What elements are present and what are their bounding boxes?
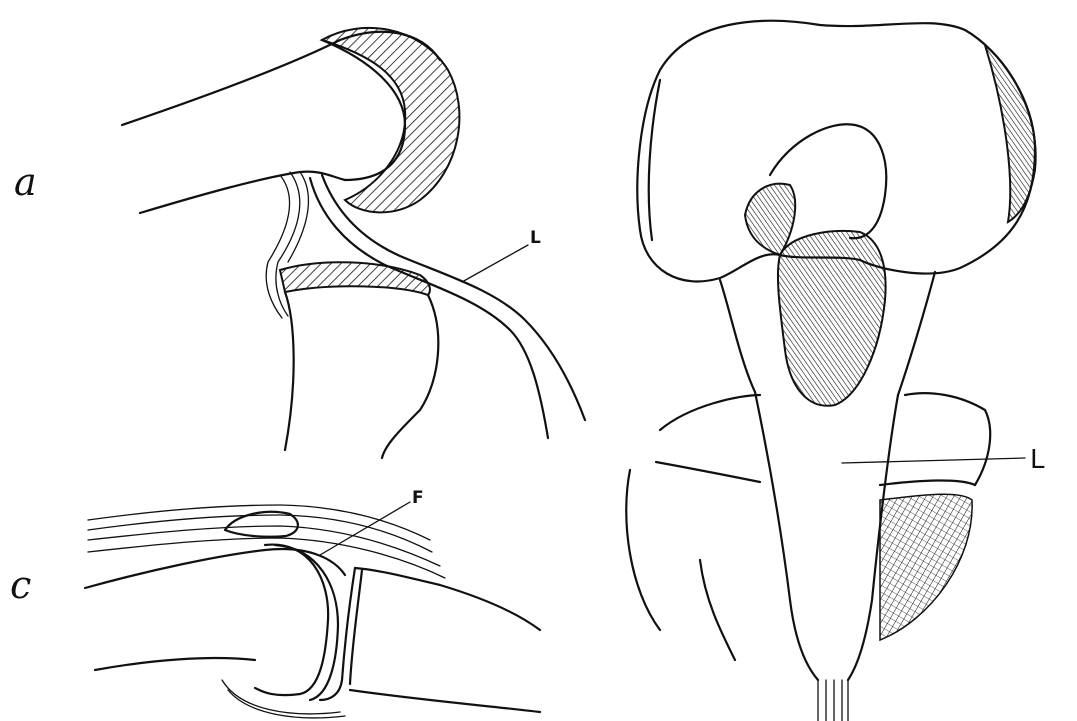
panel-a-leader-line — [462, 245, 528, 282]
panel-c-joint-disc — [255, 545, 362, 700]
panel-c-lower-bone — [95, 658, 540, 718]
panel-a-ligament — [310, 175, 585, 438]
panel-right-leader-line — [842, 458, 1025, 463]
panel-c: c F — [10, 488, 540, 718]
panel-a-ligament-label: L — [530, 228, 541, 248]
cruciate-region — [720, 231, 935, 406]
panel-a-upper-bone — [122, 28, 459, 213]
panel-right: L — [626, 21, 1045, 721]
panel-c-fibrocartilage-label: F — [412, 488, 424, 508]
panel-right-ligament-label: L — [1030, 445, 1045, 475]
patellar-ligament — [755, 392, 898, 721]
panel-c-tendon — [88, 505, 445, 578]
tibia — [626, 393, 990, 660]
panel-a-lower-bone — [280, 262, 438, 458]
panel-c-letter: c — [10, 563, 31, 607]
panel-a: a L — [14, 28, 585, 458]
panel-a-letter: a — [14, 160, 37, 204]
